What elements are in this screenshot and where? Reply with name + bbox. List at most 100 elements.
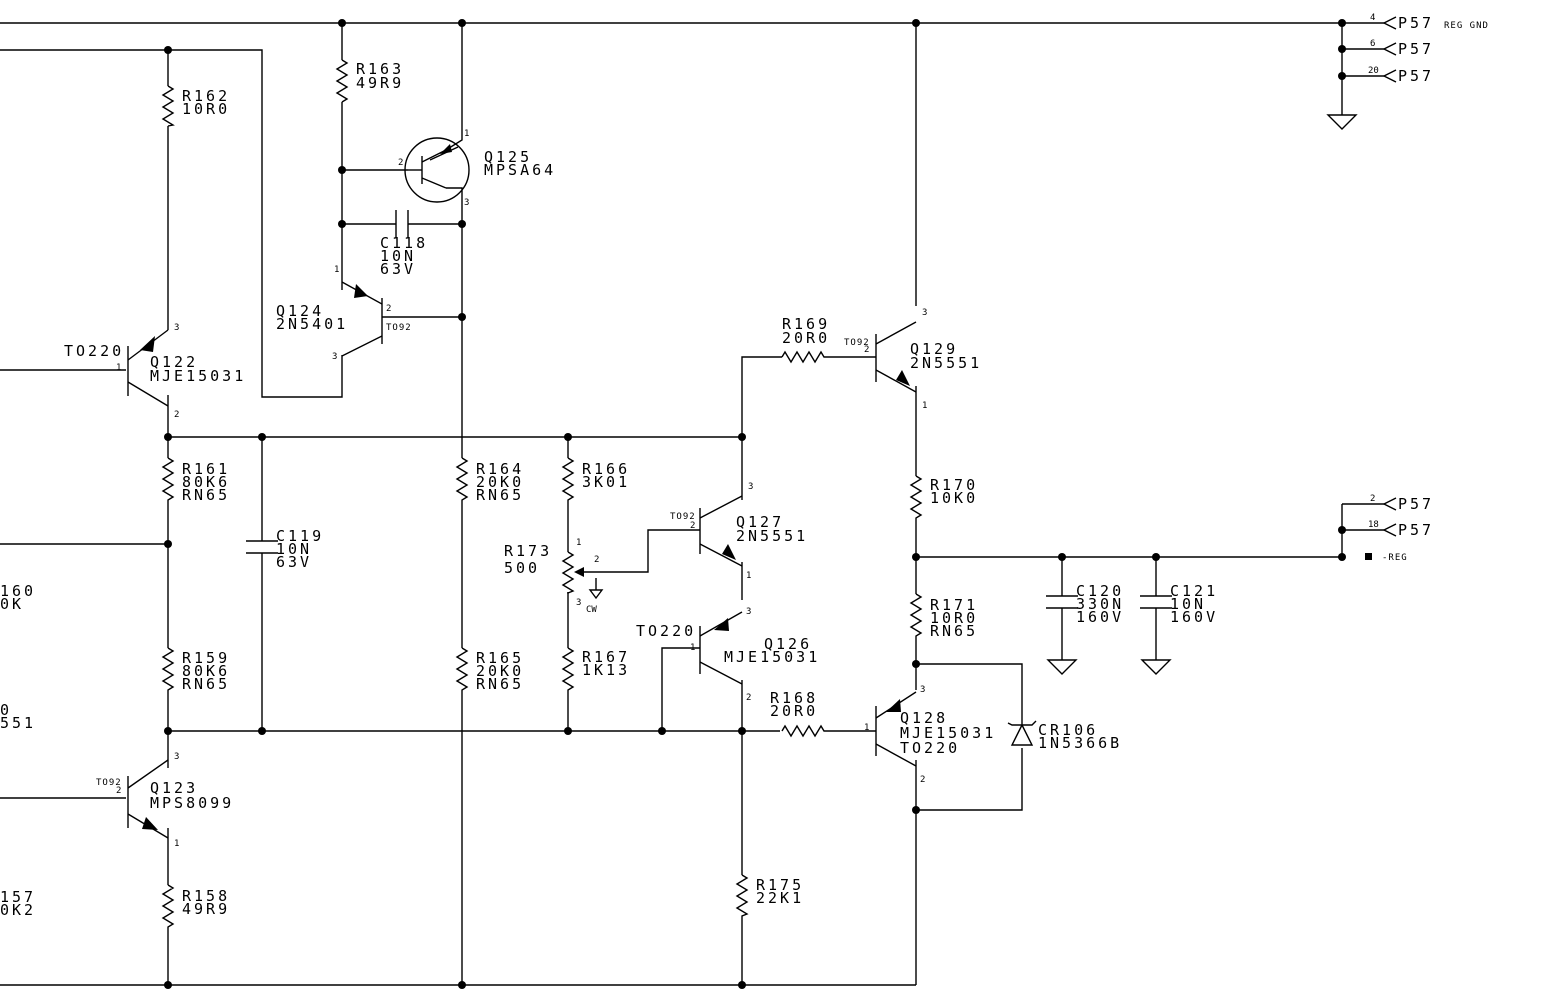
r162-value: 10R0 [182, 100, 230, 118]
r161-rating: RN65 [182, 486, 230, 504]
c120-ref: C120 [1076, 582, 1124, 600]
q123-arrow-icon [142, 817, 158, 830]
r165-rating: RN65 [476, 675, 524, 693]
r162-ref: R162 [182, 87, 230, 105]
junctions [164, 19, 1372, 989]
p57-4-name: P57 [1398, 14, 1434, 32]
r173-value: 500 [504, 559, 540, 577]
pin-number: 1 [576, 538, 581, 548]
junction-dot [338, 19, 346, 27]
cr106-symbol [1007, 720, 1037, 746]
c121-ref: C121 [1170, 582, 1218, 600]
r173-cw-label: CW [586, 605, 597, 615]
r168-symbol [781, 724, 826, 738]
q127-symbol [699, 495, 743, 567]
junction-dot [1338, 553, 1346, 561]
junction-dot [338, 166, 346, 174]
junction-dot [458, 981, 466, 989]
p57-20-name: P57 [1398, 67, 1434, 85]
q127-package: TO92 [670, 512, 696, 522]
pin-number: 3 [746, 607, 751, 617]
cr106-part: 1N5366B [1038, 734, 1122, 752]
r171-rating: RN65 [930, 622, 978, 640]
partial-transistor-ref: 0 [0, 701, 12, 719]
q123-ref: Q123 [150, 779, 198, 797]
r173-symbol [561, 551, 575, 595]
junction-dot [912, 806, 920, 814]
pin-number: 2 [116, 786, 121, 796]
pin-number: 2 [690, 521, 695, 531]
q127-arrow-icon [722, 544, 736, 560]
r169-ref: R169 [782, 315, 830, 333]
q125-symbol [404, 130, 470, 205]
r175-value: 22K1 [756, 889, 804, 907]
junction-dot [658, 727, 666, 735]
p57-2-pin: 2 [1370, 494, 1375, 504]
q126-package: TO220 [636, 622, 696, 640]
r167-value: 1K13 [582, 661, 630, 679]
p57-2-name: P57 [1398, 495, 1434, 513]
ground-icon [1140, 659, 1172, 675]
p57-4-net: REG GND [1444, 21, 1489, 31]
c118-symbol [395, 210, 409, 238]
partial-transistor-part: 551 [0, 714, 36, 732]
p57-18-pin: 18 [1368, 520, 1379, 530]
connector-arrow-icon [1382, 69, 1397, 83]
junction-dot [164, 433, 172, 441]
junction-dot [564, 727, 572, 735]
junction-dot [458, 220, 466, 228]
junction-dot [1058, 553, 1066, 561]
wires [0, 22, 1384, 986]
q129-package: TO92 [844, 338, 870, 348]
r159-ref: R159 [182, 649, 230, 667]
junction-dot [738, 433, 746, 441]
r163-value: 49R9 [356, 74, 404, 92]
c121-value: 10N [1170, 595, 1206, 613]
r167-ref: R167 [582, 648, 630, 666]
cw-ground-icon [588, 589, 604, 600]
junction-dot [164, 540, 172, 548]
r164-ref: R164 [476, 460, 524, 478]
r159-value: 80K6 [182, 662, 230, 680]
r158-symbol [161, 884, 175, 930]
r171-ref: R171 [930, 596, 978, 614]
r170-ref: R170 [930, 476, 978, 494]
junction-dot [912, 660, 920, 668]
r163-ref: R163 [356, 60, 404, 78]
q122-arrow-icon [140, 336, 155, 352]
grounds [1046, 114, 1358, 675]
p57-18-name: P57 [1398, 521, 1434, 539]
p57-6-pin: 6 [1370, 39, 1375, 49]
q128-arrow-icon [886, 699, 901, 712]
reg-terminal [1365, 553, 1372, 560]
pin-number: 2 [594, 555, 599, 565]
capacitor-symbols [246, 210, 1172, 609]
p57-20-pin: 20 [1368, 66, 1379, 76]
junction-dot [1338, 19, 1346, 27]
r164-value: 20K0 [476, 473, 524, 491]
junction-dot [458, 19, 466, 27]
c120-symbol [1046, 595, 1078, 609]
junction-dot [1338, 72, 1346, 80]
q128-package: TO220 [900, 739, 960, 757]
r157-ref-partial: 157 [0, 888, 36, 906]
r164-rating: RN65 [476, 486, 524, 504]
q126-arrow-icon [714, 618, 729, 631]
r166-ref: R166 [582, 460, 630, 478]
r157-value-partial: 0K2 [0, 901, 36, 919]
q125-ref: Q125 [484, 148, 532, 166]
r171-value: 10R0 [930, 609, 978, 627]
r170-value: 10K0 [930, 489, 978, 507]
pin-number: 3 [920, 685, 925, 695]
q129-arrow-icon [896, 370, 910, 386]
r169-symbol [781, 350, 826, 364]
r168-value: 20R0 [770, 702, 818, 720]
q125-arrow-icon [440, 144, 452, 154]
r165-ref: R165 [476, 649, 524, 667]
connector-arrow-icon [1382, 497, 1397, 511]
c118-ref: C118 [380, 234, 428, 252]
junction-dot [1152, 553, 1160, 561]
r161-symbol [161, 457, 175, 504]
pin-number: 2 [920, 775, 925, 785]
q126-ref: Q126 [764, 635, 812, 653]
